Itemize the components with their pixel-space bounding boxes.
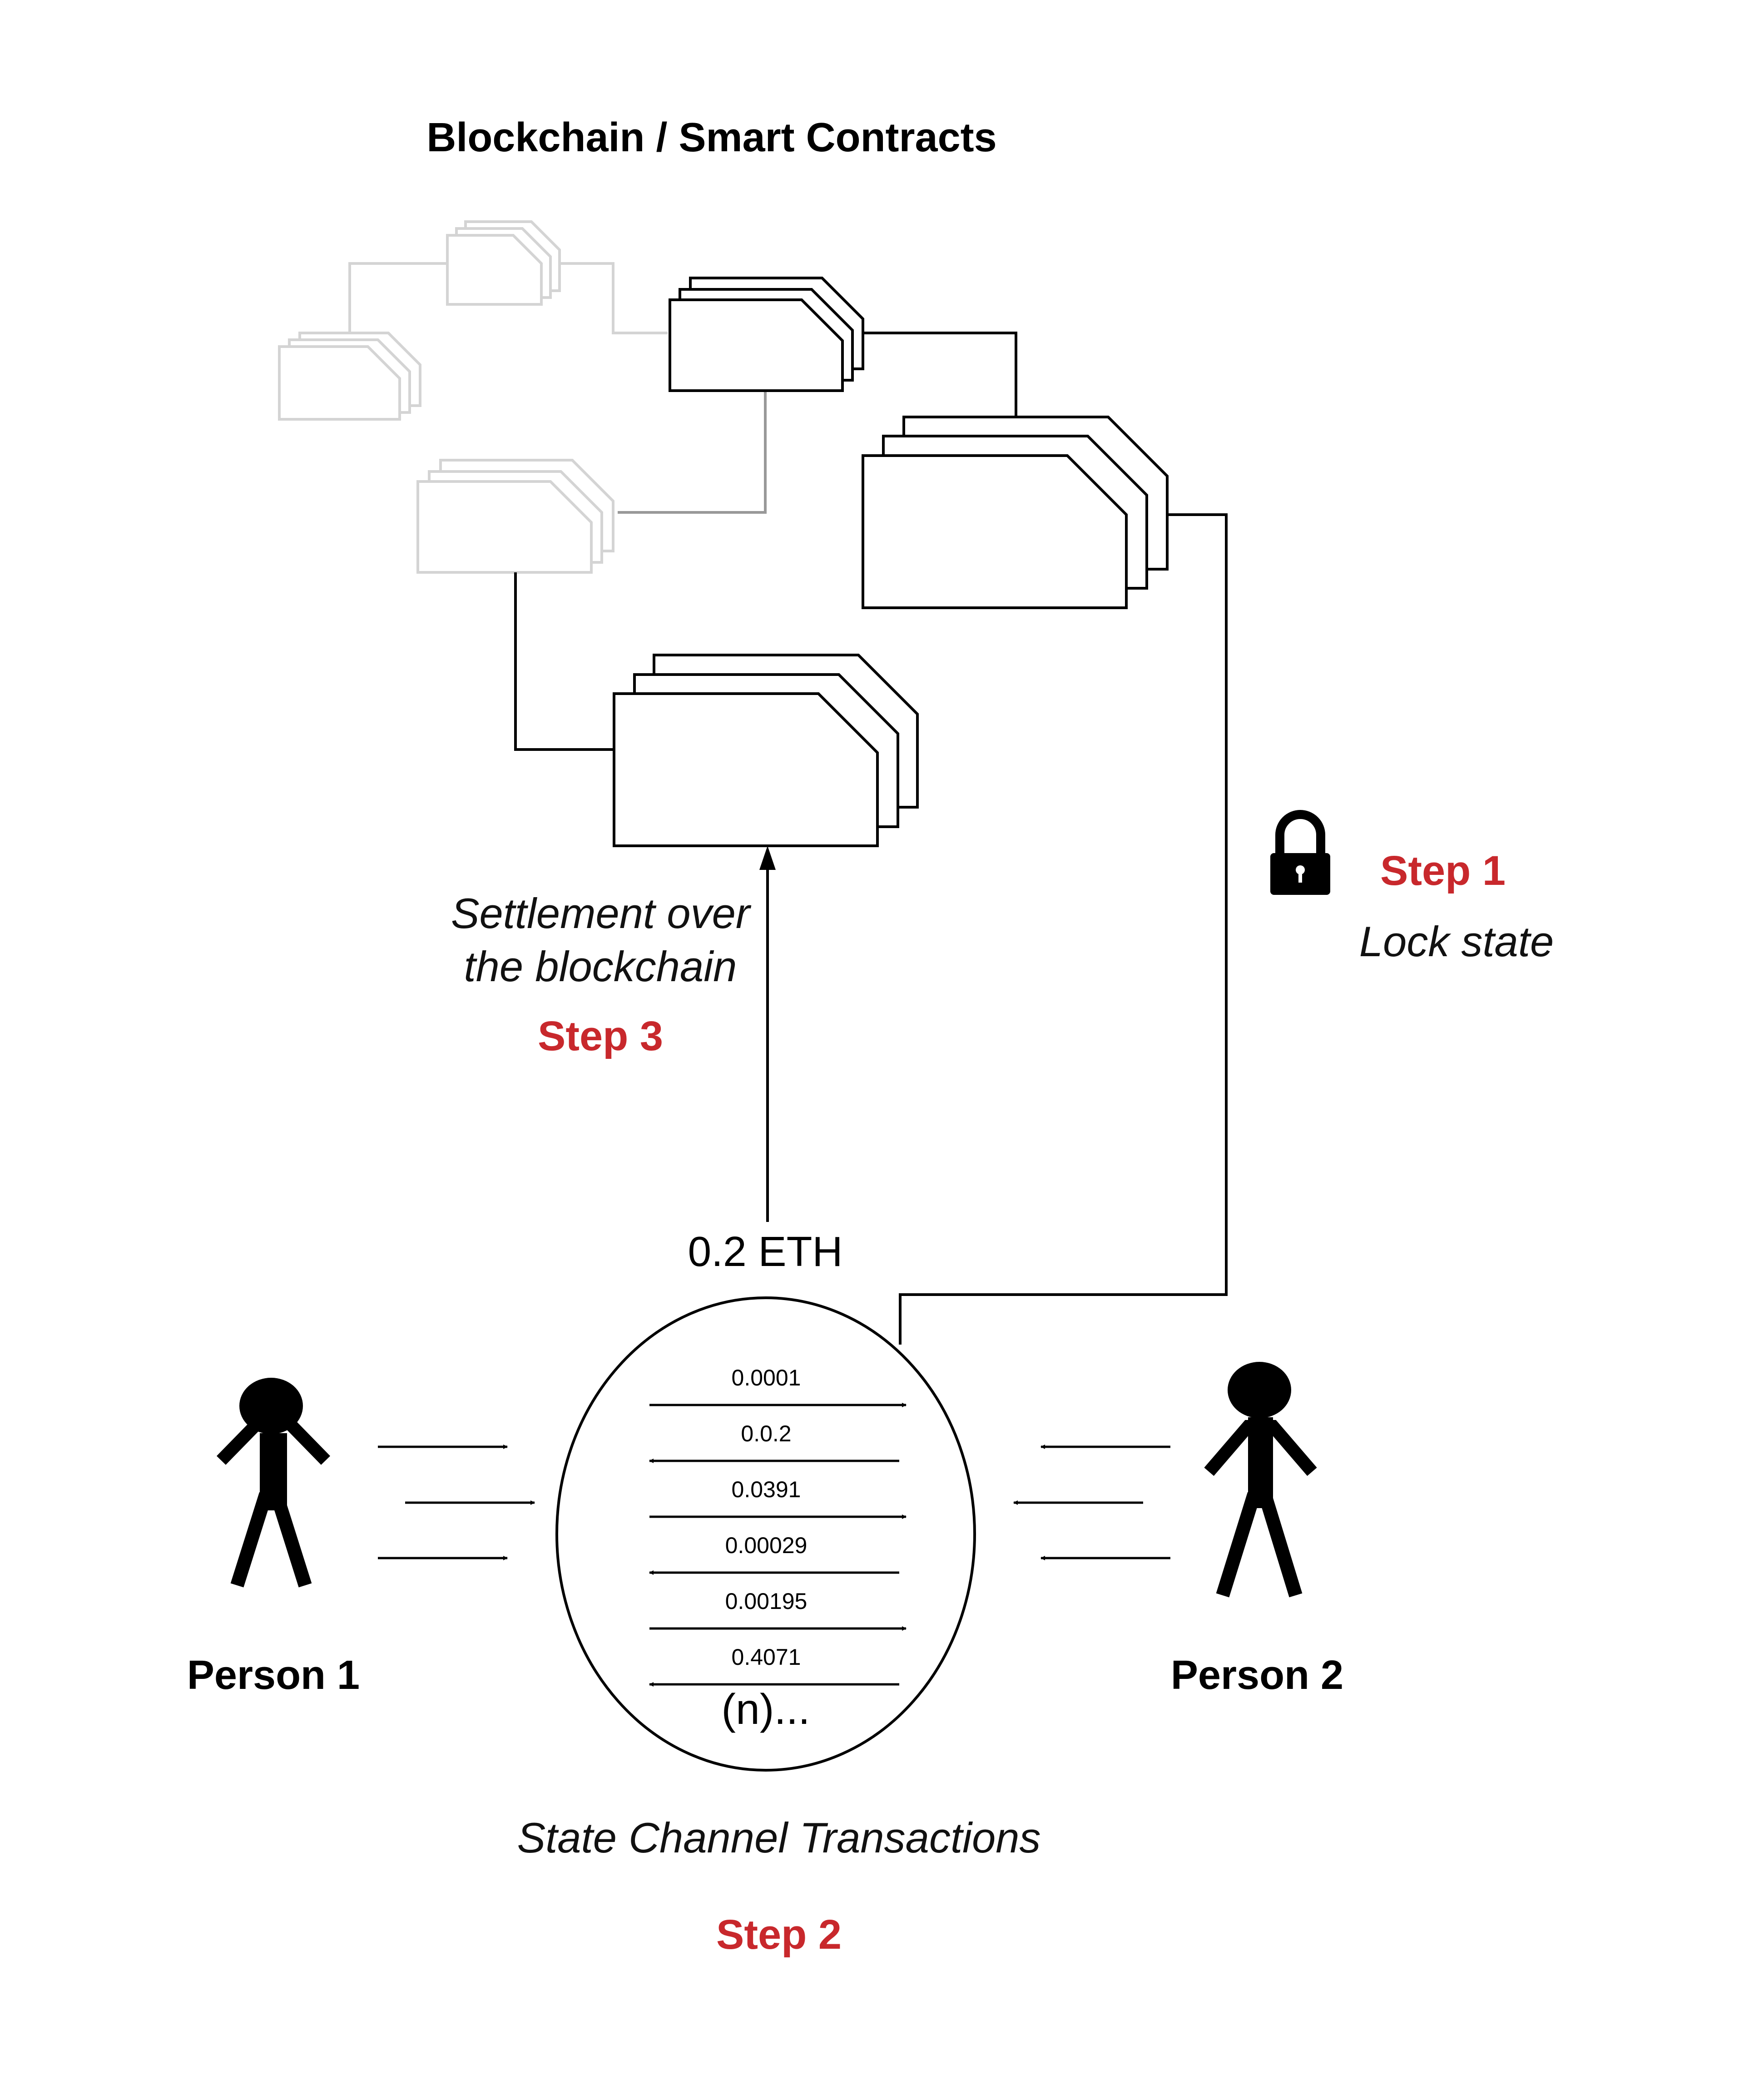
active-link-lines (514, 332, 1017, 751)
faded-blockchain-history (278, 220, 767, 574)
transaction-amount: 0.0391 (732, 1477, 801, 1502)
block-locked (862, 416, 1169, 609)
lock-state-connector (899, 513, 1228, 1345)
block-top (669, 277, 864, 392)
block-settlement (613, 654, 919, 847)
diagram-title: Blockchain / Smart Contracts (426, 115, 996, 160)
step1-label: Step 1 (1380, 848, 1506, 894)
step3-label: Step 3 (538, 1013, 663, 1059)
settlement-arrowhead (759, 846, 776, 870)
step2-label: Step 2 (716, 1911, 842, 1958)
link-lines-to-locked-block (618, 391, 767, 514)
step2-caption: State Channel Transactions (517, 1814, 1040, 1862)
transaction-amount: 0.0.2 (741, 1421, 791, 1446)
step1-caption: Lock state (1359, 918, 1554, 965)
state-channel-ellipse (555, 1296, 976, 1772)
step3-caption-line2: the blockchain (464, 943, 737, 990)
padlock-icon (1270, 810, 1330, 895)
person1-arrows (378, 1445, 535, 1560)
transaction-amount: 0.00029 (725, 1533, 808, 1558)
settlement-amount: 0.2 ETH (688, 1228, 842, 1275)
person1-label: Person 1 (187, 1653, 360, 1698)
faded-block-a (278, 332, 421, 421)
person2-arrows (1013, 1445, 1170, 1560)
transaction-amount: 0.00195 (725, 1589, 808, 1614)
step3-caption-line1: Settlement over (451, 889, 752, 937)
channel-transactions: 0.0001 0.0.2 0.0391 0.00029 0.00195 0.4071 (649, 1365, 907, 1687)
person2-figure (1204, 1362, 1317, 1598)
transaction-amount: 0.0001 (732, 1365, 801, 1390)
faded-block-b (446, 220, 561, 306)
more-transactions: (n)... (721, 1685, 810, 1733)
faded-block-c (416, 459, 614, 574)
person2-label: Person 2 (1171, 1653, 1343, 1698)
person1-figure (216, 1378, 331, 1588)
transaction-amount: 0.4071 (732, 1644, 801, 1670)
